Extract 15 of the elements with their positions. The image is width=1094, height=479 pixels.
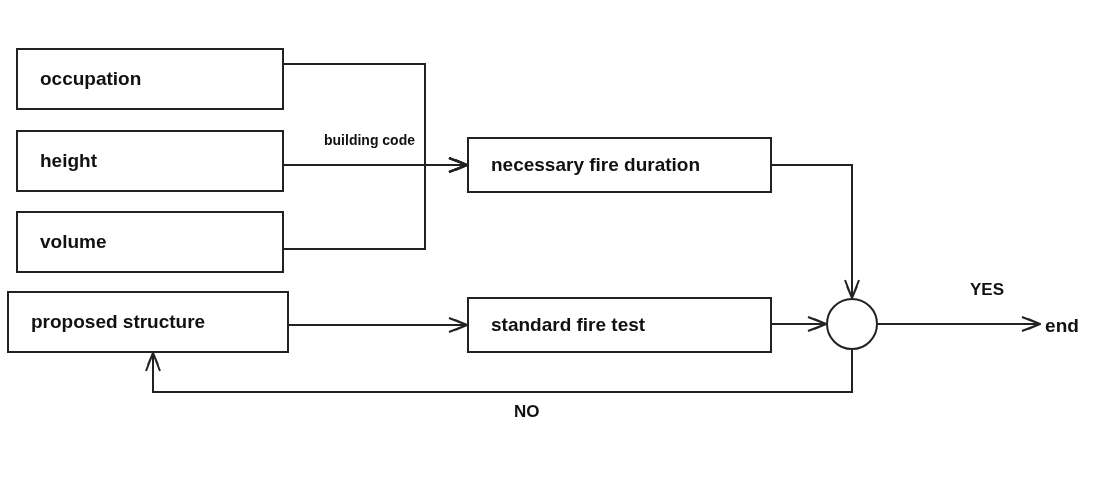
box-label: standard fire test xyxy=(490,314,646,336)
box-label: volume xyxy=(39,231,107,253)
junction-circle xyxy=(826,298,878,350)
process-box xyxy=(467,137,772,193)
process-box xyxy=(16,48,284,110)
box-label: height xyxy=(39,150,97,172)
process-box xyxy=(467,297,772,353)
process-box xyxy=(16,211,284,273)
end-label: end xyxy=(1045,315,1079,337)
box-label: necessary fire duration xyxy=(490,154,701,176)
process-box xyxy=(7,291,289,353)
process-box xyxy=(16,130,284,192)
edge-label: building code xyxy=(322,132,417,148)
box-label: proposed structure xyxy=(30,311,206,333)
box-label: occupation xyxy=(39,68,142,90)
